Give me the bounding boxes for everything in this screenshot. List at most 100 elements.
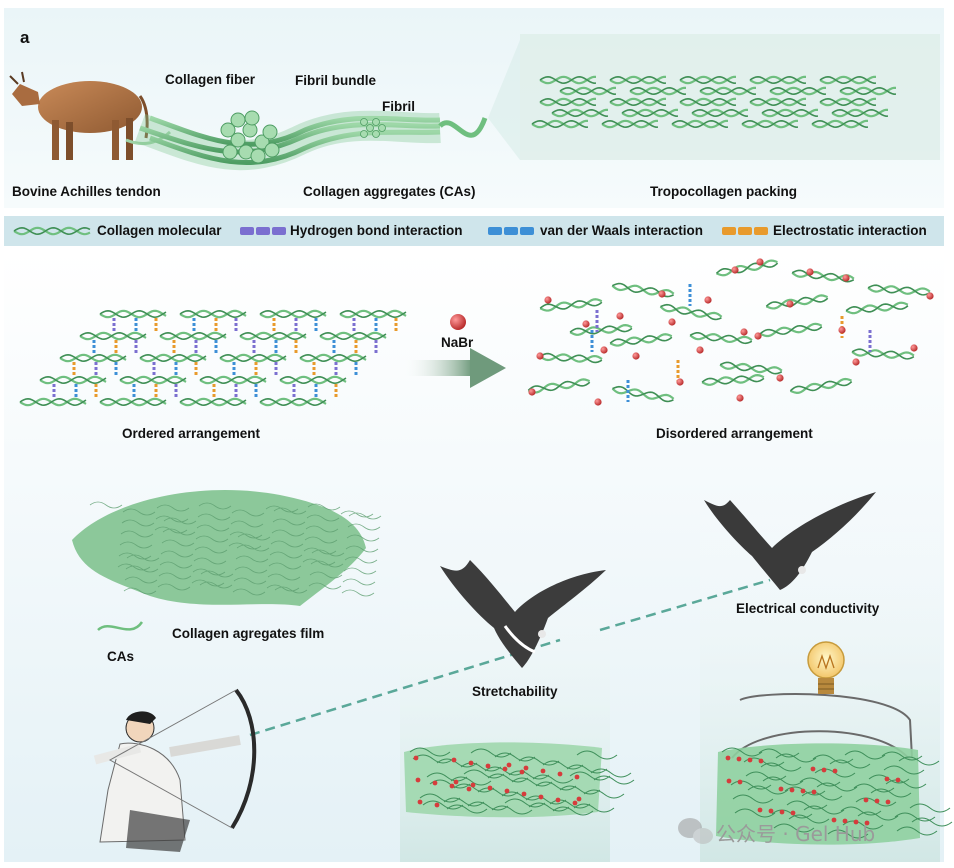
disordered-helix	[569, 324, 633, 336]
packing-helix	[691, 108, 749, 118]
reagent-label: NaBr	[441, 335, 474, 350]
packing-helix	[839, 86, 897, 96]
dashed-trajectory	[249, 578, 771, 737]
packing-helix	[559, 86, 617, 96]
packing-helix	[811, 119, 869, 129]
br-ion	[668, 318, 676, 326]
packing-helix	[761, 108, 819, 118]
br-ion	[776, 374, 784, 382]
watermark-text: 公众号 · Gel Hub	[716, 822, 876, 846]
packing-helix	[679, 97, 737, 107]
light-bulb-icon	[807, 641, 845, 694]
packing-helix	[819, 97, 877, 107]
tropocollagen-box	[488, 34, 940, 160]
ordered-helix	[179, 397, 247, 407]
disordered-helix	[701, 374, 765, 386]
source-label: Bovine Achilles tendon	[12, 184, 161, 199]
ordered-helix	[39, 375, 107, 385]
fiber-label: Collagen fiber	[165, 72, 256, 87]
br-ion	[600, 346, 608, 354]
cas-fiber-icon	[97, 621, 144, 632]
disordered-helix	[527, 378, 591, 394]
cow-illustration	[9, 71, 172, 160]
conductive-mesh	[716, 641, 953, 845]
ordered-helix	[299, 353, 367, 363]
ordered-helix	[99, 397, 167, 407]
packing-helix	[679, 75, 737, 85]
packing-helix	[551, 108, 609, 118]
packing-helix	[671, 119, 729, 129]
eagle-conductivity	[704, 492, 876, 590]
aggregates-label: Collagen aggregates (CAs)	[303, 184, 476, 199]
legend-vdw-label: van der Waals interaction	[540, 223, 704, 238]
legend-bond-icon	[504, 227, 518, 235]
packing-helix	[769, 86, 827, 96]
ordered-helix	[319, 331, 387, 341]
film-label: Collagen agregates film	[172, 626, 325, 641]
bundle-label: Fibril bundle	[295, 73, 376, 88]
nabr-ion	[450, 314, 466, 330]
legend-bond-icon	[520, 227, 534, 235]
br-ion	[731, 266, 739, 274]
disordered-helix	[611, 385, 675, 403]
ordered-helix	[339, 309, 407, 319]
wechat-icon	[678, 818, 713, 844]
br-ion	[676, 378, 684, 386]
br-ion	[696, 346, 704, 354]
panel-letter: a	[20, 28, 30, 47]
br-ion	[582, 320, 590, 328]
legend-electrostatic-label: Electrostatic interaction	[773, 223, 927, 238]
disordered-helix	[539, 352, 603, 364]
br-ion	[852, 358, 860, 366]
br-ion	[704, 296, 712, 304]
packing-label: Tropocollagen packing	[650, 184, 798, 199]
br-ion	[528, 388, 536, 396]
packing-helix	[609, 75, 667, 85]
br-ion	[658, 290, 666, 298]
ordered-arrangement-art	[19, 309, 407, 407]
disordered-helix	[867, 284, 931, 296]
br-ion	[754, 332, 762, 340]
fibril-label: Fibril	[382, 99, 415, 114]
legend-bond-icon	[240, 227, 254, 235]
ordered-helix	[19, 397, 87, 407]
packing-helix	[609, 97, 667, 107]
disordered-helix	[539, 298, 603, 312]
br-ion	[842, 274, 850, 282]
br-ion	[594, 398, 602, 406]
legend-bond-icon	[722, 227, 736, 235]
disordered-label: Disordered arrangement	[656, 426, 813, 441]
ordered-label: Ordered arrangement	[122, 426, 261, 441]
stretch-mesh	[404, 742, 635, 818]
ordered-helix	[159, 331, 227, 341]
fiber-hierarchy	[134, 110, 488, 171]
disordered-helix	[789, 377, 853, 394]
br-ion	[740, 328, 748, 336]
br-ion	[786, 300, 794, 308]
disordered-helix	[845, 301, 909, 315]
packing-helix	[699, 86, 757, 96]
disordered-helix	[719, 361, 783, 375]
ordered-helix	[59, 353, 127, 363]
disordered-helix	[609, 333, 673, 347]
stretch-label: Stretchability	[472, 684, 558, 699]
packing-helix	[819, 75, 877, 85]
disordered-helix	[759, 322, 823, 338]
br-ion	[632, 352, 640, 360]
ordered-helix	[239, 331, 307, 341]
legend-bond-icon	[738, 227, 752, 235]
ordered-helix	[119, 375, 187, 385]
disordered-helix	[689, 332, 753, 345]
legend-bar	[4, 216, 944, 246]
legend-collagen-icon	[13, 226, 91, 236]
legend-bond-icon	[754, 227, 768, 235]
conductivity-label: Electrical conductivity	[736, 601, 880, 616]
packing-helix	[749, 75, 807, 85]
disordered-helix	[659, 303, 723, 321]
br-ion	[616, 312, 624, 320]
eagle-stretch	[440, 560, 606, 668]
br-ion	[756, 258, 764, 266]
packing-helix	[539, 75, 597, 85]
